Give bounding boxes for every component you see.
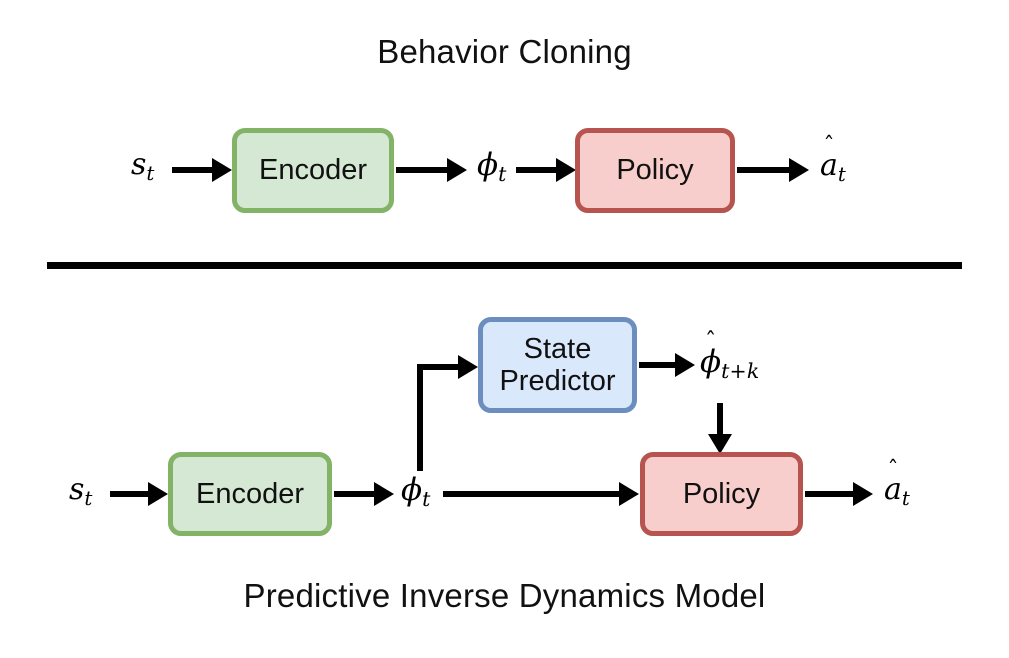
- bc-output-action-label: ˆ a t: [820, 136, 847, 186]
- pidm-input-state-label: st: [69, 475, 93, 509]
- pidm-arrow-feature-to-policy-head: [619, 482, 639, 506]
- page-title-predictive-inverse-dynamics-model: Predictive Inverse Dynamics Model: [243, 577, 766, 614]
- bc-output-action-symbol: a: [820, 148, 838, 183]
- bc-arrow-feature-to-policy-line: [516, 167, 560, 173]
- pidm-encoder-box[interactable]: Encoder: [168, 452, 332, 536]
- pidm-branch-arrow-head: [458, 355, 478, 379]
- bc-output-action-hat: ˆ: [823, 134, 835, 159]
- bc-output-action-subscript: t: [837, 162, 847, 186]
- bc-encoder-label: Encoder: [258, 154, 367, 187]
- bc-feature-label: ϕt: [477, 150, 507, 185]
- pidm-predicted-feature-symbol: ϕ: [700, 344, 722, 380]
- pidm-feature-subscript: t: [422, 487, 431, 512]
- pidm-arrow-predicted-to-policy-line: [717, 403, 723, 436]
- pidm-feature-symbol: ϕ: [401, 472, 423, 508]
- pidm-predicted-feature-hat: ˆ: [704, 329, 717, 355]
- pidm-state-predictor-label-line1: State: [523, 332, 592, 365]
- pidm-output-action-symbol-wrap: ˆ a: [884, 460, 902, 507]
- bc-output-action-symbol-wrap: ˆ a: [820, 136, 838, 183]
- pidm-predicted-feature-subscript: t+k: [721, 359, 760, 384]
- bc-arrow-state-to-encoder-head: [212, 158, 232, 182]
- bc-arrow-encoder-to-feature-head: [447, 158, 467, 182]
- bc-encoder-box[interactable]: Encoder: [232, 128, 394, 213]
- pidm-arrow-encoder-to-feature-head: [374, 482, 394, 506]
- bc-feature-symbol: ϕ: [477, 147, 499, 183]
- pidm-encoder-label: Encoder: [195, 477, 304, 510]
- bc-arrow-state-to-encoder-line: [172, 167, 216, 173]
- pidm-output-action-symbol: a: [884, 472, 902, 507]
- bc-arrow-policy-to-action-line: [737, 167, 793, 173]
- bc-policy-box[interactable]: Policy: [575, 128, 735, 213]
- bc-input-state-symbol: s: [131, 147, 147, 182]
- pidm-predicted-feature-symbol-wrap: ˆ ϕ: [700, 331, 722, 380]
- bc-policy-label: Policy: [616, 154, 694, 187]
- pidm-arrow-predictor-to-predicted-line: [639, 362, 679, 368]
- pidm-output-action-hat: ˆ: [887, 458, 899, 483]
- pidm-policy-box[interactable]: Policy: [640, 452, 803, 536]
- pidm-state-predictor-label-line2: Predictor: [499, 365, 616, 397]
- bc-input-state-label: st: [131, 150, 155, 184]
- pidm-arrow-state-to-encoder-line: [110, 491, 152, 497]
- pidm-branch-horizontal-line: [417, 364, 462, 370]
- pidm-predicted-feature-label: ˆ ϕ t+k: [700, 331, 760, 384]
- bc-arrow-feature-to-policy-head: [556, 158, 576, 182]
- section-divider: [47, 262, 962, 269]
- bc-feature-subscript: t: [498, 162, 507, 187]
- pidm-arrow-policy-to-action-head: [853, 482, 873, 506]
- pidm-input-state-symbol: s: [69, 472, 85, 507]
- bc-arrow-policy-to-action-head: [789, 158, 809, 182]
- pidm-output-action-subscript: t: [901, 486, 911, 510]
- pidm-policy-label: Policy: [682, 477, 761, 510]
- pidm-input-state-subscript: t: [84, 486, 93, 510]
- pidm-feature-label: ϕt: [401, 475, 431, 510]
- pidm-arrow-feature-to-policy-line: [443, 491, 623, 497]
- pidm-arrow-policy-to-action-line: [805, 491, 857, 497]
- pidm-output-action-label: ˆ a t: [884, 460, 911, 510]
- pidm-arrow-predictor-to-predicted-head: [675, 353, 695, 377]
- pidm-branch-vertical-line: [417, 364, 423, 471]
- page-title-behavior-cloning: Behavior Cloning: [377, 33, 632, 70]
- pidm-arrow-state-to-encoder-head: [148, 482, 168, 506]
- pidm-arrow-encoder-to-feature-line: [334, 491, 378, 497]
- bc-input-state-subscript: t: [146, 161, 155, 185]
- pidm-arrow-predicted-to-policy-head: [708, 434, 732, 454]
- bc-arrow-encoder-to-feature-line: [396, 167, 451, 173]
